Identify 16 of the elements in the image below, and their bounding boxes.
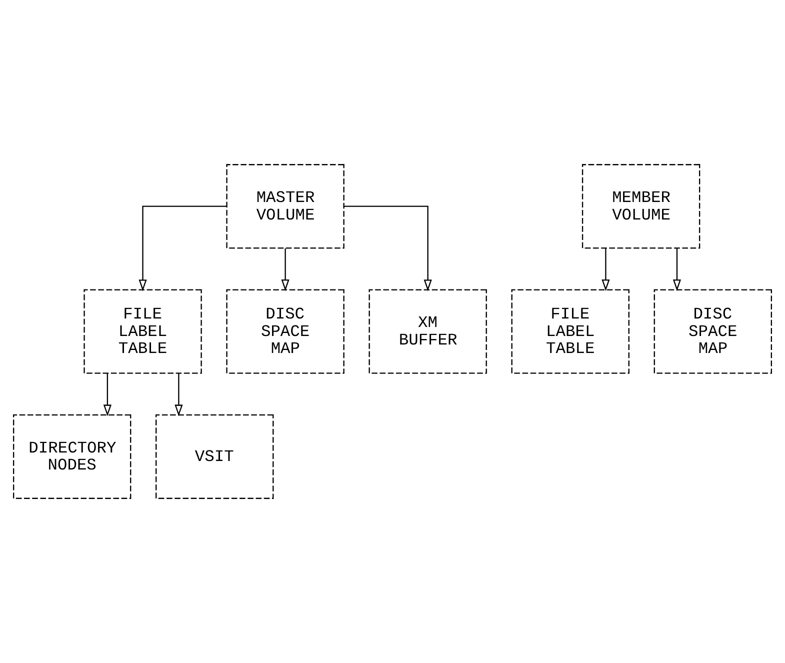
node-box: DISC SPACE MAP (226, 289, 344, 374)
node-box: DISC SPACE MAP (654, 289, 772, 374)
arrow (138, 206, 227, 292)
node-box: FILE LABEL TABLE (84, 289, 202, 374)
arrow (672, 248, 682, 292)
arrow (344, 206, 432, 292)
arrow (103, 374, 112, 416)
node-box: VSIT (156, 414, 274, 499)
arrow (602, 248, 610, 292)
node-box: MASTER VOLUME (226, 164, 344, 249)
node-box: FILE LABEL TABLE (511, 289, 630, 374)
node-box: DIRECTORY NODES (13, 414, 132, 499)
node-box: XM BUFFER (368, 289, 487, 374)
arrow (174, 374, 183, 416)
node-box: MEMBER VOLUME (582, 164, 700, 249)
arrow (281, 248, 290, 292)
